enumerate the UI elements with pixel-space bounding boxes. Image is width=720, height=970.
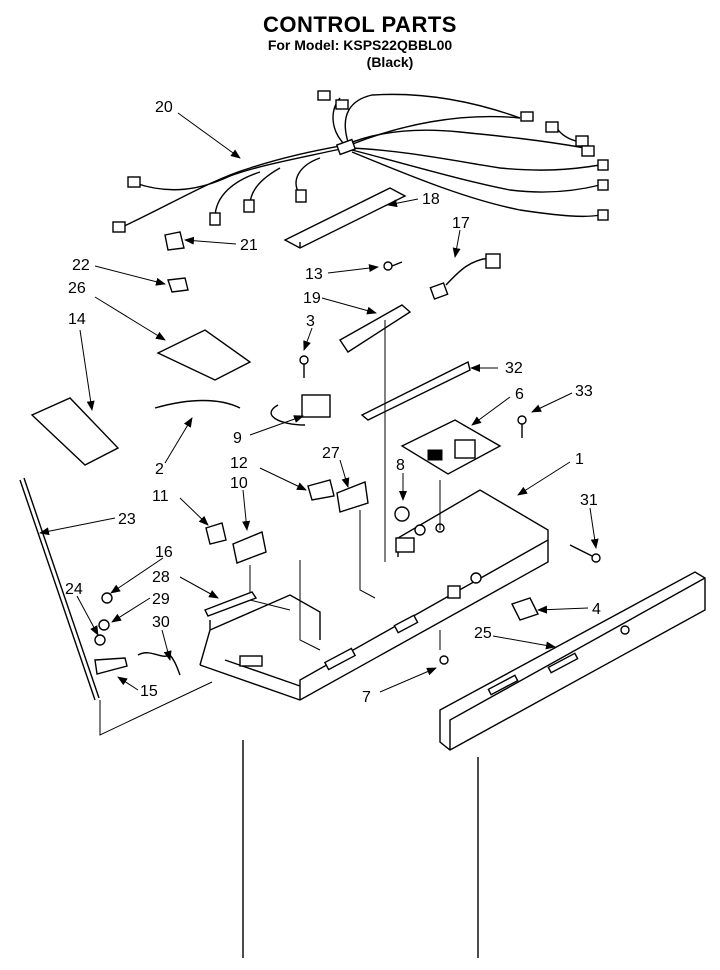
callout-13: 13 [305,266,323,283]
callout-6: 6 [515,386,524,403]
callout-1: 1 [575,451,584,468]
callout-16: 16 [155,544,173,561]
callout-14: 14 [68,311,86,328]
screw-3-part [299,355,309,378]
model-color: (Black) [366,54,414,70]
callout-30: 30 [152,614,170,631]
callout-20: 20 [155,99,173,116]
callout-26: 26 [68,280,86,297]
light-bulb-part [338,304,412,353]
spacer-24-part [94,634,106,646]
callout-28: 28 [152,569,170,586]
bracket-cover-part [156,329,252,381]
screw-31-part [569,544,601,563]
hinge-15-part [94,657,128,675]
front-panel-part [439,571,706,751]
control-board-part [400,419,502,475]
tube-part [154,399,241,409]
spring-30-part [137,652,181,676]
long-rod-part [19,477,100,701]
callout-33: 33 [575,383,593,400]
callout-8: 8 [396,457,405,474]
cover-strip-part [283,187,407,249]
wiring-harness-part [112,90,609,233]
control-housing-part [199,489,549,701]
leader-arrows [39,112,599,693]
callout-2: 2 [155,461,164,478]
label-10-part [232,531,267,564]
screw-16-part [101,592,113,604]
bracket-4-part [511,597,539,621]
diagram-title: CONTROL PARTS [263,12,457,37]
callout-15: 15 [140,683,158,700]
guide-line-7 [99,681,213,736]
washer-29-part [98,619,110,631]
callout-21: 21 [240,237,258,254]
guide-line-4 [299,560,321,651]
callout-29: 29 [152,591,170,608]
callout-22: 22 [72,257,90,274]
callout-18: 18 [422,191,440,208]
bracket-28-part [204,591,258,617]
clip-part [164,231,185,251]
callout-17: 17 [452,215,470,232]
callout-23: 23 [118,511,136,528]
screw-7-part [439,655,449,665]
switch-part [270,394,331,426]
callout-numbers: 20 18 17 21 22 13 19 26 3 14 32 33 6 9 2… [65,99,601,706]
screw-13-part [383,261,403,271]
callout-3: 3 [306,313,315,330]
callout-7: 7 [362,689,371,706]
thermistor-part [429,253,501,300]
guide-line-6 [359,510,376,599]
callout-24: 24 [65,581,83,598]
callout-27: 27 [322,445,340,462]
callout-32: 32 [505,360,523,377]
small-clip-part [167,277,189,293]
clip-11-part [205,522,227,545]
callout-12: 12 [230,455,248,472]
callout-11: 11 [152,488,169,505]
model-number: For Model: KSPS22QBBL00 [267,37,453,53]
knob-part [394,506,410,522]
insulation-part [360,360,471,421]
panel-cover-part [30,397,120,466]
screw-33-part [517,415,527,438]
callout-9: 9 [233,430,242,447]
callout-25: 25 [474,625,492,642]
bracket-12-part [307,479,335,501]
callout-31: 31 [580,492,598,509]
label-27-part [336,481,369,513]
callout-10: 10 [230,475,248,492]
callout-4: 4 [592,601,601,618]
callout-19: 19 [303,290,321,307]
